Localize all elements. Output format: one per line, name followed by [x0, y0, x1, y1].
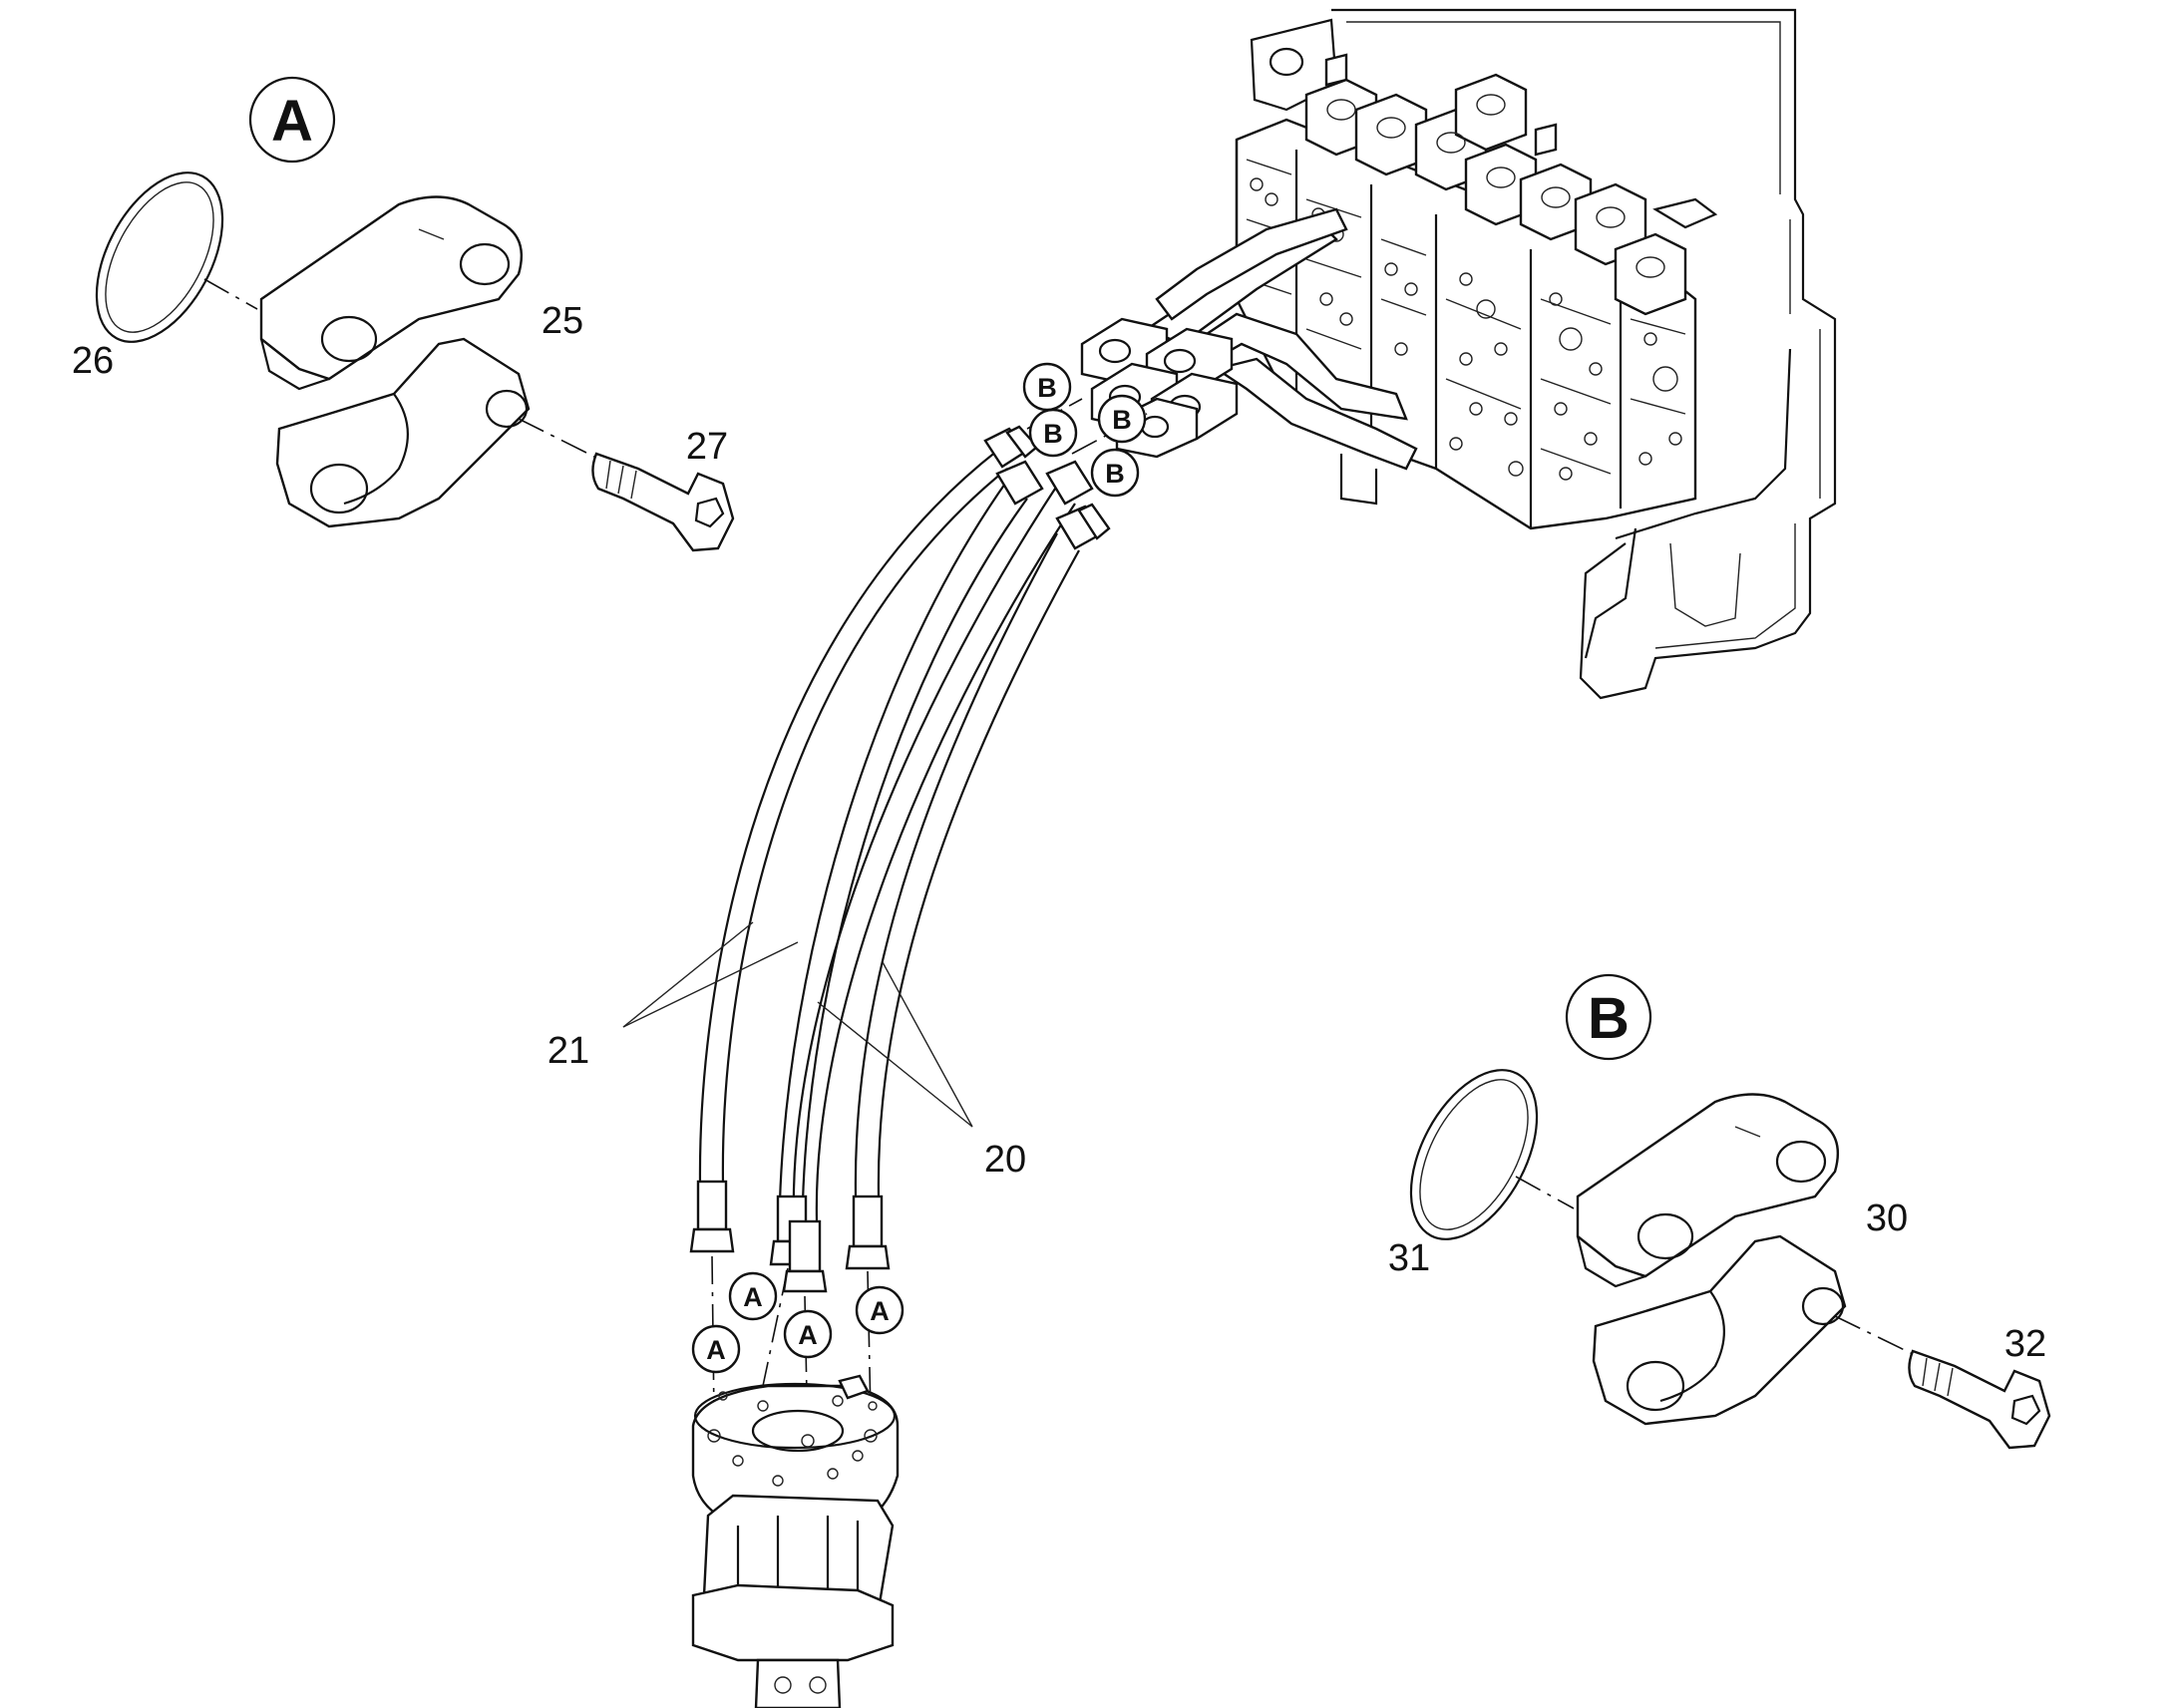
- detail-a-label: A: [271, 89, 313, 154]
- valve-outlet-pipes: [1144, 207, 1418, 471]
- callout-30: 30: [1866, 1197, 1908, 1239]
- detail-a: A 26 25 27: [72, 76, 735, 552]
- hose-21-right: [778, 480, 1008, 1202]
- control-valve-assembly: [1080, 8, 1837, 700]
- o-ring-31: [1409, 1069, 1539, 1240]
- connector-a-4: A: [855, 1285, 905, 1335]
- leader-lines: [622, 921, 973, 1128]
- hose-21-left: [698, 450, 998, 1186]
- connector-b-2: B: [1028, 408, 1078, 458]
- detail-b: B 31 30 32: [1388, 973, 2051, 1450]
- svg-text:A: A: [706, 1335, 726, 1365]
- callout-25: 25: [542, 300, 583, 342]
- svg-text:B: B: [1037, 373, 1057, 403]
- svg-text:A: A: [798, 1320, 818, 1350]
- svg-text:B: B: [1112, 405, 1132, 435]
- connector-a-1: A: [691, 1324, 741, 1374]
- flange-half-lower-30: [1592, 1234, 1847, 1426]
- hose-20-left: [792, 485, 1058, 1222]
- svg-text:B: B: [1043, 419, 1063, 449]
- connector-b-3: B: [1097, 394, 1147, 444]
- swivel-joint: [691, 1374, 900, 1708]
- svg-text:A: A: [870, 1296, 890, 1326]
- hoses: [689, 425, 1111, 1293]
- connector-a-2: A: [728, 1271, 778, 1321]
- connector-b-4: B: [1090, 448, 1140, 498]
- callout-21: 21: [547, 1030, 589, 1072]
- svg-text:A: A: [743, 1282, 763, 1312]
- hose-20-right: [854, 532, 1058, 1197]
- detail-a-badge: [248, 76, 336, 164]
- svg-text:B: B: [1105, 459, 1125, 489]
- bolt-27: [591, 452, 735, 552]
- flange-half-lower-25: [275, 337, 531, 528]
- connector-b-1: B: [1022, 362, 1072, 412]
- flange-half-upper-25: [259, 195, 524, 391]
- o-ring-26: [95, 171, 224, 343]
- flange-half-upper-30: [1576, 1093, 1840, 1288]
- callout-27: 27: [686, 426, 728, 468]
- bolt-32: [1908, 1349, 2051, 1450]
- detail-b-badge: [1565, 973, 1652, 1061]
- callout-26: 26: [72, 340, 114, 382]
- callout-32: 32: [2004, 1323, 2046, 1365]
- detail-b-label: B: [1588, 986, 1630, 1051]
- callout-31: 31: [1388, 1237, 1430, 1279]
- connector-labels: A A A A B B B B: [691, 362, 1147, 1374]
- connector-a-3: A: [783, 1309, 833, 1359]
- callout-20: 20: [984, 1139, 1026, 1181]
